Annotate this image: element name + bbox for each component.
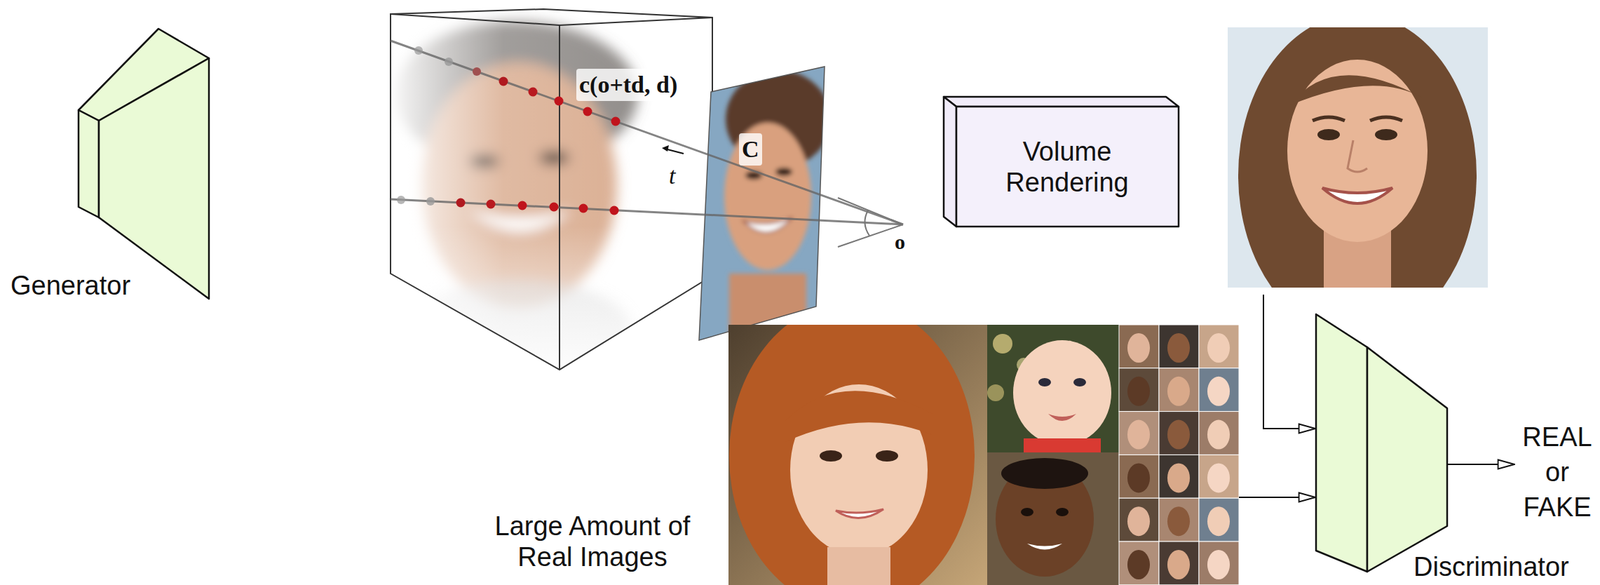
block-outline [10, 28, 211, 305]
volume-face [390, 7, 714, 379]
ray-parameter: t [668, 159, 676, 193]
thumbnail-photo [1158, 411, 1199, 456]
volume-rendering-box: Volume Rendering [943, 96, 1179, 227]
thumbnail-photo [1198, 454, 1239, 498]
label-holder: c(o+td, d) [576, 68, 681, 101]
real-images-set: Large Amount of Real Images [476, 324, 1239, 585]
thumbnail-photo [1158, 324, 1199, 369]
thumbnail-face [1207, 549, 1230, 580]
thumbnail-face [1207, 419, 1230, 450]
volume-cube [390, 9, 713, 370]
thumbnail-face [1207, 376, 1230, 406]
thumbnail-face [1167, 549, 1190, 580]
thumbnail-face [1207, 333, 1230, 363]
real-image-collage [728, 301, 1239, 585]
generated-image [1227, 27, 1488, 288]
thumbnail-face [1127, 506, 1150, 536]
camera-rays [390, 40, 904, 247]
thumbnail-photo [1158, 497, 1199, 542]
thumbnail-photo [1119, 324, 1159, 369]
thumbnail-photo [1119, 497, 1159, 542]
block-face [943, 96, 957, 227]
output-label: REAL or FAKE [1518, 419, 1596, 525]
thumbnail-photo [1198, 497, 1239, 542]
thumbnail-photo [1119, 368, 1159, 412]
thumbnail-photo [1158, 368, 1199, 412]
thumbnail-face [1167, 333, 1190, 363]
block-face [78, 110, 99, 218]
label-holder: REAL or FAKE [1518, 419, 1596, 525]
thumbnail-photo [1158, 454, 1199, 498]
thumbnail-photo [1119, 411, 1159, 456]
thumbnail-face [1207, 506, 1230, 536]
thumbnail-face [1127, 462, 1150, 493]
block-label: Volume Rendering [990, 136, 1145, 198]
thumbnail-face [1167, 376, 1190, 406]
block-face [943, 96, 1179, 107]
thumbnail-face [1127, 419, 1150, 450]
block-face [98, 58, 209, 299]
block-label: Discriminator [1413, 551, 1589, 582]
label-holder: o [894, 227, 906, 257]
thumbnail-photo [1198, 411, 1239, 456]
thumbnail-face [1167, 419, 1190, 450]
thumbnail-face [1127, 376, 1150, 406]
image-plane [694, 63, 831, 344]
camera-origin-symbol: o [894, 227, 906, 257]
thumbnail-face [1207, 462, 1230, 493]
ray-sample-formula: c(o+td, d) [576, 68, 681, 101]
block-face [1316, 314, 1368, 572]
label-holder: C [739, 133, 763, 166]
thumbnail-photo [1198, 324, 1239, 369]
thumbnail-photo [1119, 541, 1159, 585]
thumbnail-photo [1198, 541, 1239, 585]
generator-block: Generator [10, 28, 211, 305]
block-label: Large Amount of Real Images [476, 510, 709, 573]
thumbnail-face [1127, 333, 1150, 363]
thumbnail-photo [1198, 368, 1239, 412]
thumbnail-face [1167, 462, 1190, 493]
thumbnail-face [1127, 549, 1150, 580]
block-label: Generator [10, 269, 179, 301]
data-flow-arrow [1238, 496, 1316, 498]
block-face [1367, 347, 1448, 572]
label-holder: t [668, 159, 676, 193]
image-plane-border [699, 66, 825, 341]
thumbnail-face [1167, 506, 1190, 536]
thumbnail-photo [1158, 541, 1199, 585]
pixel-color-symbol: C [739, 133, 763, 166]
block-face [956, 106, 1179, 227]
thumbnail-photo [1119, 454, 1159, 498]
